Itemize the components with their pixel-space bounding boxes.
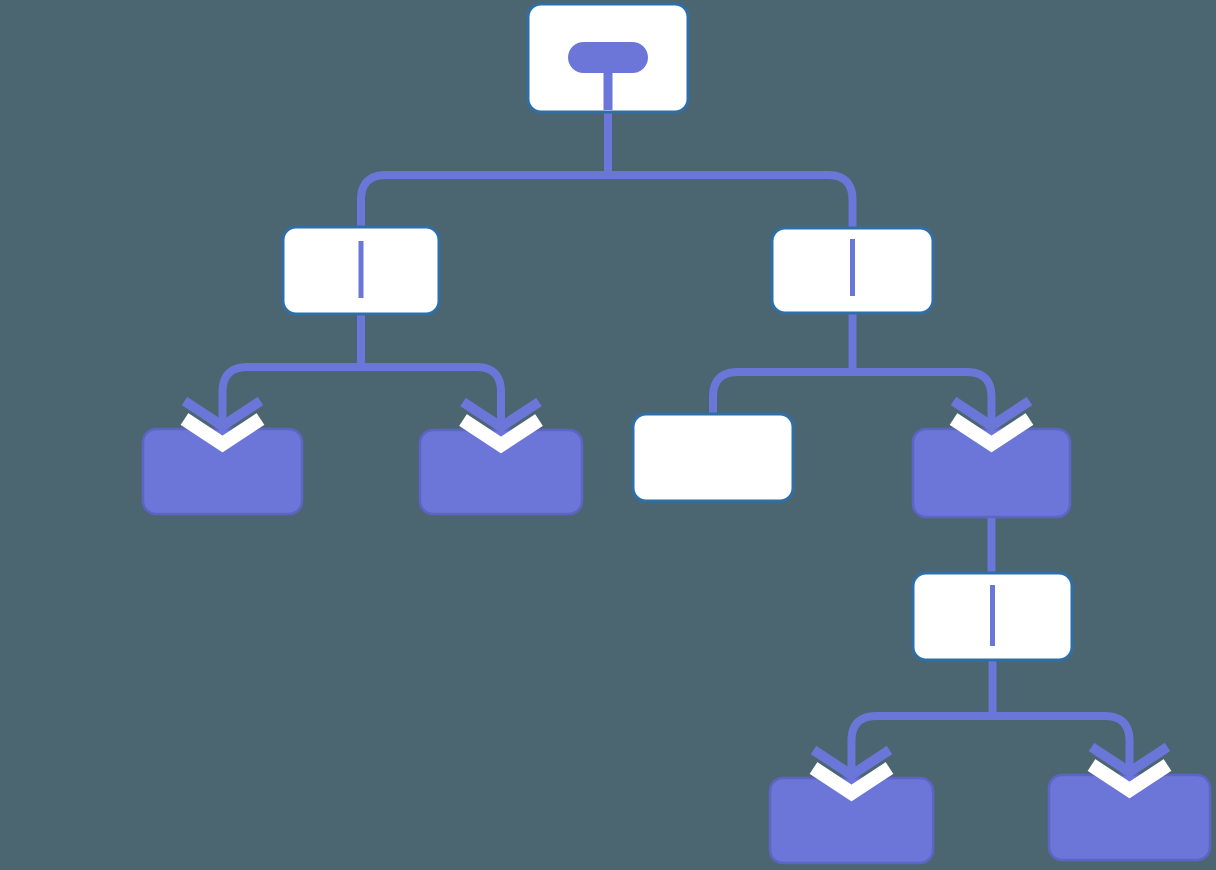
chevron-purple-layer [1088,742,1171,778]
connector-root-split [357,171,857,232]
connector-lines [218,104,1134,774]
double-chevron-down-icon[interactable] [459,397,543,454]
chevron-white-layer [809,762,894,802]
chevron-white-layer [180,413,265,453]
chevron-white-layer [1087,759,1172,799]
chevron-white-layer [949,413,1034,453]
connector-right-split [709,368,996,425]
double-chevron-down-icon[interactable] [809,745,894,802]
double-chevron-down-icon[interactable] [180,396,265,453]
connector-bottom-split [847,712,1134,774]
pill-with-stem-icon [568,42,648,110]
tree-node-leaf-right-empty[interactable] [631,412,795,503]
chevron-white-layer [459,414,543,454]
tree-node-root[interactable] [526,2,690,114]
pill [568,42,648,73]
chevron-purple-layer [181,396,264,432]
chevron-purple-layer [950,396,1033,432]
chevron-purple-layer [810,745,893,781]
double-chevron-down-icon[interactable] [949,396,1034,453]
tree-node-branch-left[interactable] [281,225,441,316]
node-body[interactable] [631,412,795,503]
double-chevron-down-icon[interactable] [1087,742,1172,799]
tree-node-branch-right[interactable] [770,226,935,315]
connector-left-split [218,363,505,426]
chevron-purple-layer [460,397,542,433]
tree-node-branch-bottom[interactable] [911,571,1074,662]
